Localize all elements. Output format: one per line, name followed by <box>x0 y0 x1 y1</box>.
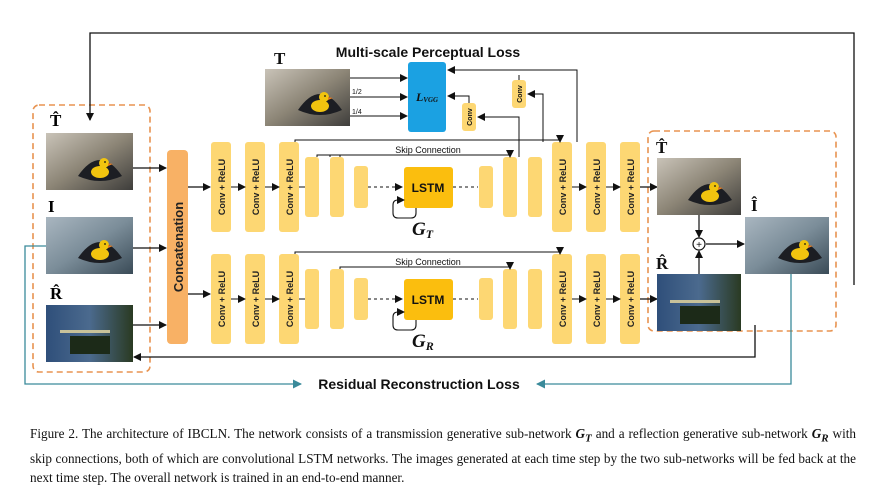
image-r-hat-input <box>46 305 133 362</box>
concatenation-label: Concatenation <box>171 202 186 292</box>
feature-block <box>330 269 344 329</box>
conv-block <box>279 142 299 232</box>
conv-relu-label: Conv + ReLU <box>558 159 568 215</box>
vgg-loss-label: LVGG <box>415 90 438 104</box>
concatenation-block <box>167 150 188 344</box>
residual-line-left <box>24 245 302 389</box>
image-t-gt <box>265 69 350 126</box>
conv-relu-label: Conv + ReLU <box>285 159 295 215</box>
gt-branch: Conv + ReLU Conv + ReLU Conv + ReLU LSTM… <box>211 135 658 241</box>
conv-relu-label: Conv + ReLU <box>558 271 568 327</box>
conv-relu-label: Conv + ReLU <box>217 271 227 327</box>
lstm-recurrent-loop <box>392 308 417 331</box>
label-t-hat-input: T̂ <box>50 111 62 130</box>
label-t-hat-output: T̂ <box>656 138 668 157</box>
conv-relu-label: Conv + ReLU <box>626 271 636 327</box>
image-i-input <box>46 217 133 274</box>
gr-label: GR <box>412 331 434 353</box>
feature-block <box>305 269 319 329</box>
conv-relu-label: Conv + ReLU <box>626 159 636 215</box>
conv-relu-label: Conv + ReLU <box>251 271 261 327</box>
gr-branch: Conv + ReLU Conv + ReLU Conv + ReLU LSTM… <box>211 247 658 353</box>
lstm-label: LSTM <box>412 293 445 307</box>
label-t-gt: T <box>274 49 286 68</box>
output-group-frame <box>647 130 837 332</box>
gt-label: GT <box>412 219 434 241</box>
vgg-loss-block <box>408 62 446 132</box>
image-t-hat-input <box>46 133 133 190</box>
label-r-hat-output: R̂ <box>656 254 669 273</box>
feature-block <box>330 157 344 217</box>
conv-block <box>211 142 231 232</box>
conv-block <box>586 254 606 344</box>
conv-relu-label: Conv + ReLU <box>592 159 602 215</box>
conv-small-block <box>462 103 476 131</box>
feature-block <box>528 269 542 329</box>
perceptual-loss-title: Multi-scale Perceptual Loss <box>336 44 521 60</box>
feature-block <box>354 166 368 208</box>
conv-small-block <box>512 80 526 108</box>
scale-half-label: 1/2 <box>352 89 362 96</box>
feature-block <box>479 278 493 320</box>
feature-block <box>354 278 368 320</box>
conv-relu-label: Conv + ReLU <box>285 271 295 327</box>
residual-loss-label: Residual Reconstruction Loss <box>318 376 520 392</box>
figure-caption: Figure 2. The architecture of IBCLN. The… <box>30 426 856 485</box>
lstm-block <box>404 279 453 320</box>
skip-connection-label: Skip Connection <box>395 145 461 155</box>
image-t-hat-output <box>657 158 741 215</box>
conv-block <box>620 142 640 232</box>
conv-small-label: Conv <box>467 108 474 126</box>
conv-block <box>245 142 265 232</box>
lstm-block <box>404 167 453 208</box>
conv-relu-label: Conv + ReLU <box>217 159 227 215</box>
feature-block <box>528 157 542 217</box>
label-i-input: I <box>48 197 55 216</box>
feedback-arrow-bottom <box>133 325 756 361</box>
conv-relu-label: Conv + ReLU <box>592 271 602 327</box>
image-i-hat-output <box>745 217 829 274</box>
feature-block <box>305 157 319 217</box>
scale-quarter-label: 1/4 <box>352 109 362 116</box>
sum-symbol: + <box>696 240 702 251</box>
feature-block <box>503 157 517 217</box>
image-r-hat-output <box>657 274 741 331</box>
residual-line-right <box>536 274 792 389</box>
conv-block <box>211 254 231 344</box>
conv-block <box>245 254 265 344</box>
conv-block <box>279 254 299 344</box>
conv-block <box>552 254 572 344</box>
conv-block <box>552 142 572 232</box>
input-group-frame <box>32 104 151 373</box>
lstm-recurrent-loop <box>392 196 417 219</box>
conv-block <box>586 142 606 232</box>
lstm-label: LSTM <box>412 181 445 195</box>
label-i-hat-output: Î <box>751 196 758 215</box>
label-r-hat-input: R̂ <box>50 284 63 303</box>
feature-block <box>479 166 493 208</box>
conv-block <box>620 254 640 344</box>
skip-connection-label: Skip Connection <box>395 257 461 267</box>
feedback-arrow-top <box>86 32 855 285</box>
architecture-diagram: T̂ I R̂ Concatenation Conv + ReLU Conv +… <box>24 32 855 392</box>
conv-relu-label: Conv + ReLU <box>251 159 261 215</box>
feature-block <box>503 269 517 329</box>
conv-small-label: Conv <box>517 85 524 103</box>
